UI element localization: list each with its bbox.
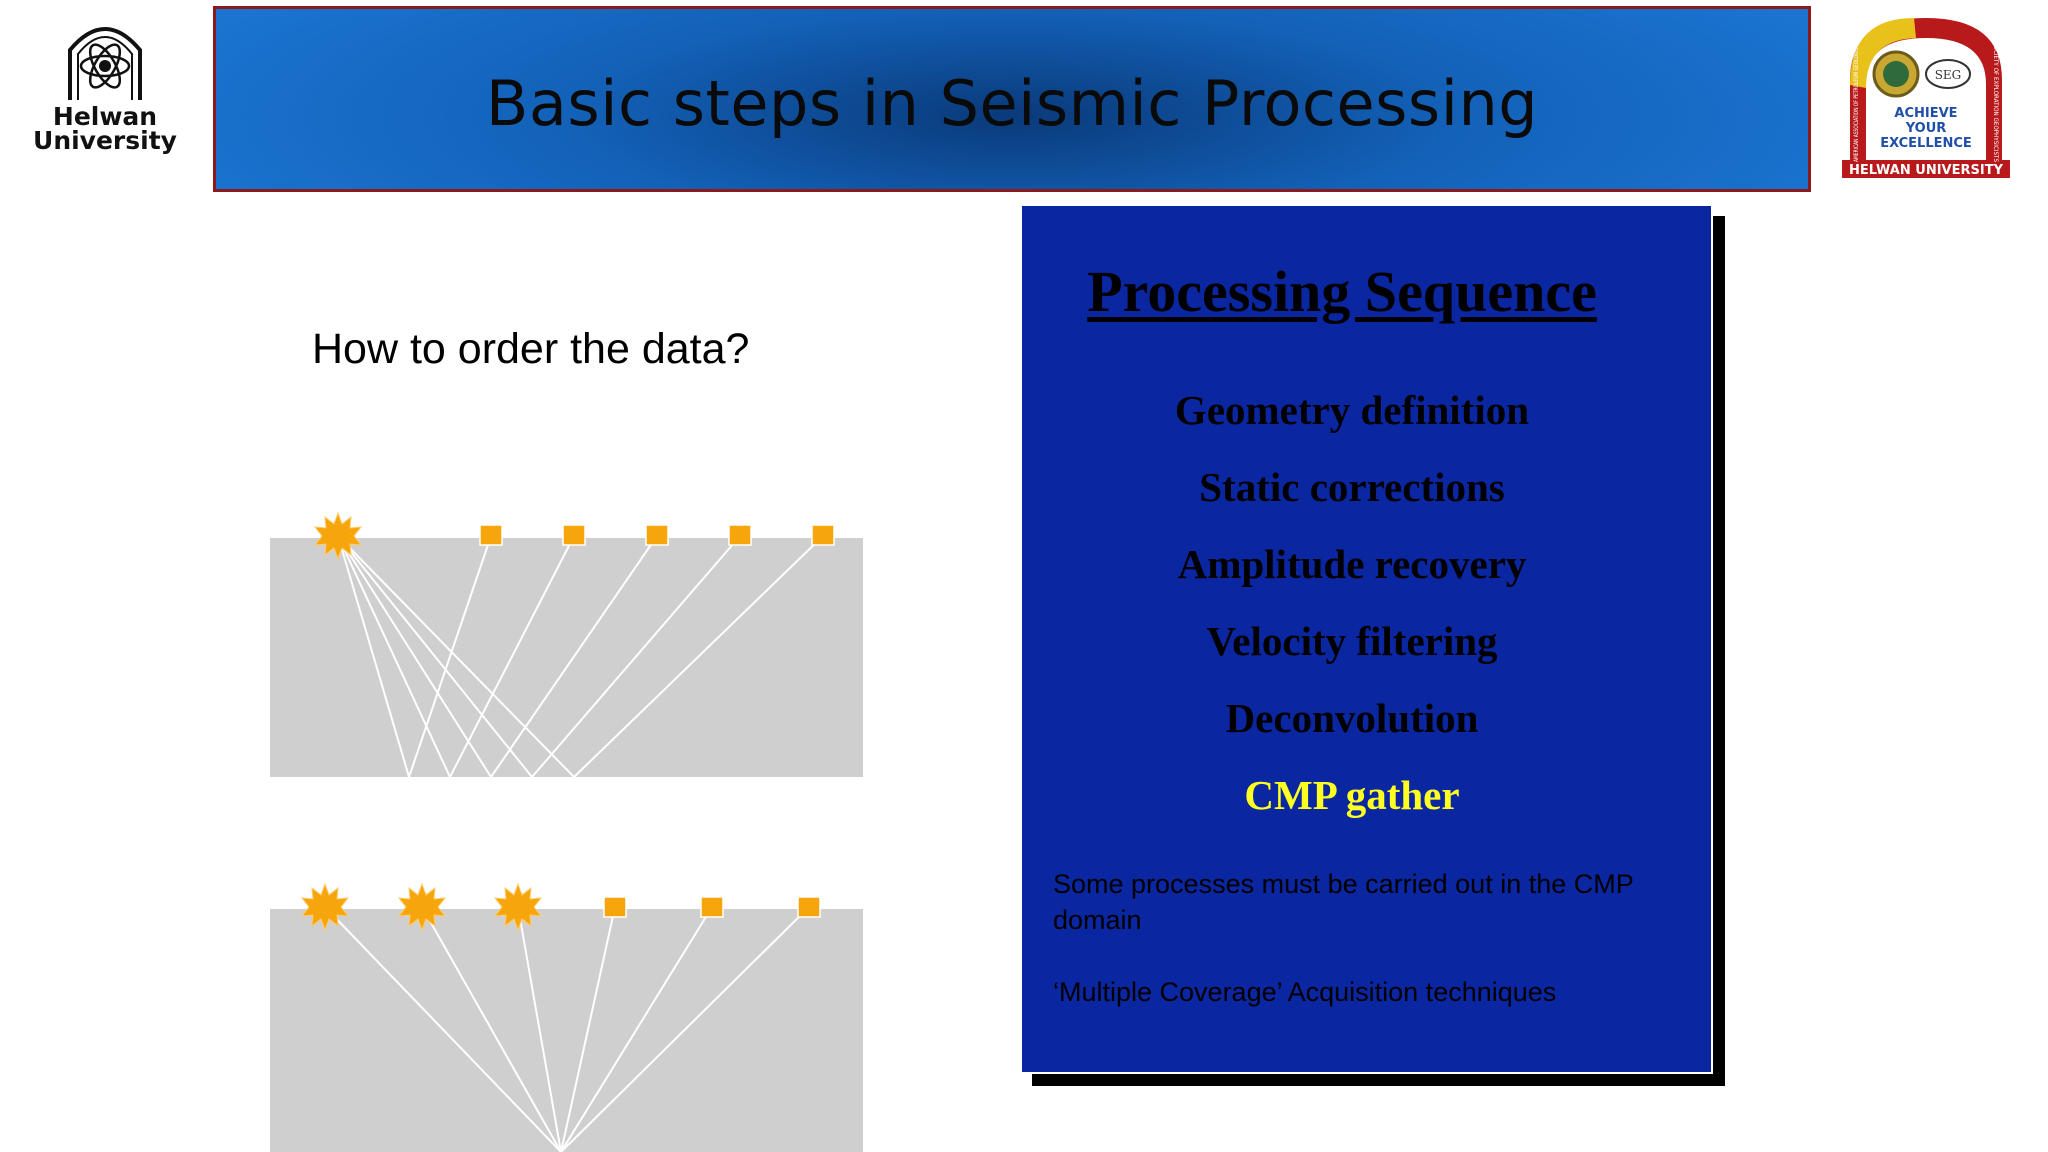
atom-arch-icon — [68, 27, 142, 100]
note-cmp-domain: Some processes must be carried out in th… — [1053, 869, 1634, 935]
receiver-icon — [811, 524, 835, 546]
receiver-icon — [645, 524, 669, 546]
receiver-icon — [603, 896, 627, 918]
receiver-icon — [797, 896, 821, 918]
logo-text: Helwan University — [33, 102, 177, 155]
single-shot-diagram — [260, 505, 880, 790]
seismic-source-icon — [397, 882, 447, 932]
question-text: How to order the data? — [312, 325, 750, 373]
aapg-seg-helwan-logo: SEG ACHIEVE YOUR EXCELLENCE HELWAN UNIVE… — [1836, 10, 2016, 180]
step-amplitude-recovery: Amplitude recovery — [1177, 541, 1527, 587]
page-title: Basic steps in Seismic Processing — [485, 66, 1539, 140]
raypaths — [324, 906, 810, 1152]
step-static-corrections: Static corrections — [1199, 464, 1505, 510]
logo-arc-right: SOCIETY OF EXPLORATION GEOPHYSICISTS — [1992, 42, 1999, 162]
helwan-university-logo: Helwan University — [30, 20, 180, 170]
ground-layer — [270, 538, 863, 777]
step-geometry-definition: Geometry definition — [1174, 387, 1530, 433]
receiver-icon — [728, 524, 752, 546]
logo-line-3: EXCELLENCE — [1880, 136, 1972, 151]
ground-layer — [270, 909, 863, 1152]
step-cmp-gather: CMP gather — [1244, 772, 1460, 818]
seg-badge-text: SEG — [1935, 68, 1962, 82]
seismic-source-icon — [313, 511, 363, 561]
seismic-source-icon — [493, 882, 543, 932]
raypaths — [337, 535, 824, 778]
logo-bottom-text: HELWAN UNIVERSITY — [1849, 163, 2004, 178]
receiver-icon — [479, 524, 503, 546]
cmp-diagram — [260, 875, 880, 1152]
logo-line-2: YOUR — [1905, 121, 1947, 136]
processing-sequence-panel: Processing Sequence Geometry definition … — [1020, 204, 1713, 1074]
seismic-source-icon — [300, 882, 350, 932]
step-deconvolution: Deconvolution — [1225, 695, 1479, 741]
logo-arc-left: AMERICAN ASSOCIATION OF PETROLEUM GEOLOG… — [1853, 42, 1860, 162]
step-velocity-filtering: Velocity filtering — [1206, 618, 1498, 664]
receiver-icon — [562, 524, 586, 546]
note-multiple-coverage: ‘Multiple Coverage’ Acquisition techniqu… — [1053, 977, 1557, 1007]
receiver-icon — [700, 896, 724, 918]
panel-title: Processing Sequence — [1087, 259, 1597, 324]
logo-line-1: ACHIEVE — [1894, 106, 1957, 121]
processing-steps-list: Geometry definition Static corrections A… — [1022, 372, 1682, 834]
title-banner: Basic steps in Seismic Processing — [213, 6, 1811, 192]
